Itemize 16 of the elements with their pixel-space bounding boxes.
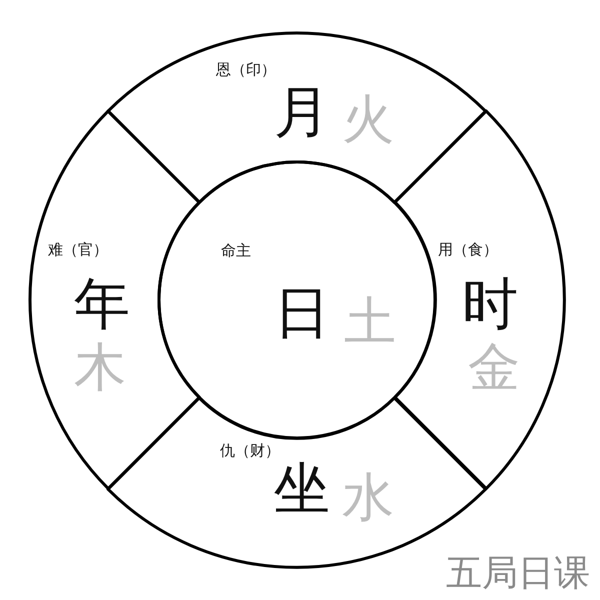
role-label: 用（食） [438, 242, 498, 258]
pillar-character: 月 [274, 85, 330, 141]
pillar-character: 日 [274, 286, 330, 342]
faded-element-character: 木 [74, 342, 126, 394]
pillar-character: 时 [462, 276, 518, 333]
faded-element-character: 金 [468, 342, 520, 394]
role-label: 命主 [221, 244, 251, 258]
faded-element-character: 水 [342, 472, 394, 524]
faded-element-character: 土 [344, 296, 396, 348]
pillar-character: 坐 [274, 462, 330, 518]
role-label: 难（官） [48, 242, 108, 258]
role-label: 恩（印） [216, 62, 276, 78]
faded-element-character: 火 [342, 94, 394, 146]
role-label: 仇（财） [220, 443, 280, 458]
pillar-character: 年 [74, 276, 130, 333]
caption-text: 五局日课 [446, 556, 590, 592]
